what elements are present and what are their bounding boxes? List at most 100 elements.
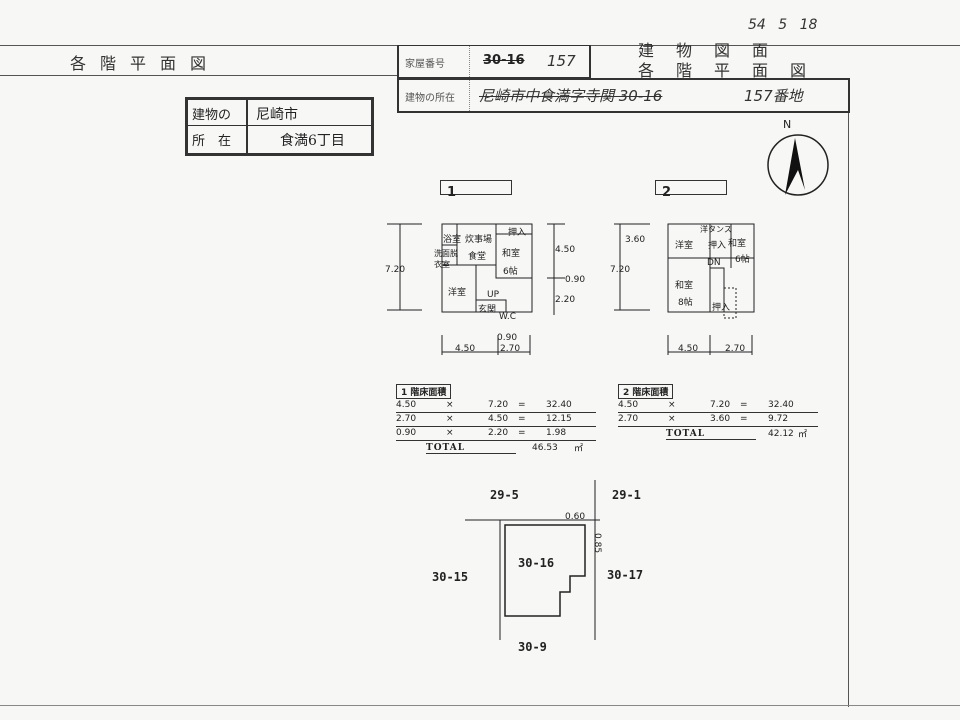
stair-down: DN: [707, 258, 721, 268]
area-cell: =: [518, 414, 526, 424]
dim2-width-left: 4.50: [678, 344, 699, 354]
area2-title: 2 階床面積: [618, 384, 674, 399]
lot-east: 30-17: [607, 568, 644, 582]
house-number-box: 家屋番号 30-16 157: [397, 45, 591, 78]
floor1-label: 1: [447, 185, 457, 200]
site-plan: [465, 480, 600, 640]
room-closet-2f: 押入: [708, 241, 727, 251]
area-cell: 7.20: [710, 400, 731, 410]
area-cell: 1.98: [546, 428, 567, 438]
area1-total: 46.53: [532, 443, 558, 453]
area-cell: 4.50: [618, 400, 639, 410]
left-rule: [0, 75, 397, 76]
left-title: 各階平面図: [70, 54, 221, 73]
room-size-8: 8帖: [678, 298, 693, 308]
date-note: 54 5 18: [748, 17, 818, 33]
dim-width-right: 2.70: [500, 344, 521, 354]
dim-height: 7.20: [385, 265, 406, 275]
area-cell: ×: [668, 400, 676, 410]
area-row: 0.90 × 2.20 = 1.98: [396, 427, 596, 441]
site-dim-top: 0.60: [565, 512, 586, 522]
right-title-1: 建物図面: [638, 41, 791, 60]
area-cell: =: [740, 414, 748, 424]
room-size-6: 6帖: [735, 255, 750, 265]
area-cell: ×: [668, 414, 676, 424]
area-cell: 32.40: [546, 400, 572, 410]
area-cell: 4.50: [488, 414, 509, 424]
room-wardrobe: 洋タンス: [700, 225, 732, 234]
area-cell: 2.70: [618, 414, 639, 424]
area2-total-label: TOTAL: [666, 429, 756, 440]
room-japanese-1f: 和室: [502, 249, 521, 259]
room-size-1f: 6帖: [503, 267, 518, 277]
floor1-label-box: 1: [440, 180, 512, 200]
room-japanese-6: 和室: [728, 239, 747, 249]
area-cell: 9.72: [768, 414, 789, 424]
area-cell: 12.15: [546, 414, 572, 424]
room-closet-1f: 押入: [508, 228, 527, 238]
room-western-1f: 洋室: [448, 288, 467, 298]
area1-title: 1 階床面積: [396, 384, 452, 399]
floor1-plan: [387, 223, 565, 355]
stamp-label-2: 所 在: [192, 134, 232, 149]
area-cell: 2.70: [396, 414, 417, 424]
lot-west: 30-15: [432, 570, 469, 584]
north-compass-icon: [767, 134, 829, 196]
bottom-rule: [0, 705, 960, 706]
right-title-2: 各階平面図: [638, 61, 829, 80]
dim2-upper: 3.60: [625, 235, 646, 245]
dim-width-left: 4.50: [455, 344, 476, 354]
room-japanese-8: 和室: [675, 281, 694, 291]
room-western-2f: 洋室: [675, 241, 694, 251]
lot-subject: 30-16: [518, 556, 555, 570]
address-stamp: 建物の 所 在 尼崎市 食満6丁目: [185, 97, 374, 156]
floor2-plan: [614, 223, 755, 355]
stamp-label-1: 建物の: [192, 108, 232, 123]
room-dining: 食堂: [468, 252, 487, 262]
room-bath: 浴室: [443, 235, 462, 245]
location-box: 建物の所在 尼崎市中食満字寺関 30-16 157番地: [397, 78, 850, 113]
area-cell: 2.20: [488, 428, 509, 438]
area-cell: ×: [446, 414, 454, 424]
stair-up: UP: [487, 290, 500, 300]
compass-label: N: [783, 118, 792, 131]
location-old: 尼崎市中食満字寺関 30-16: [479, 87, 663, 105]
area-cell: 0.90: [396, 428, 417, 438]
house-number-label: 家屋番号: [405, 59, 445, 70]
dim2-width-right: 2.70: [725, 344, 746, 354]
area-cell: =: [518, 400, 526, 410]
dim-lower: 2.20: [555, 295, 576, 305]
area-cell: ×: [446, 400, 454, 410]
house-number-old: 30-16: [483, 53, 525, 68]
room-entrance: 玄関: [478, 305, 497, 315]
right-border: [848, 112, 849, 707]
stamp-value-1: 尼崎市: [256, 107, 298, 123]
area-row: 2.70 × 3.60 = 9.72: [618, 413, 818, 427]
room-washroom: 洗面脱衣室: [434, 249, 458, 269]
room-kitchen: 炊事場: [465, 235, 493, 245]
area-cell: =: [740, 400, 748, 410]
area-row: 2.70 × 4.50 = 12.15: [396, 413, 596, 427]
area1-total-label: TOTAL: [426, 443, 516, 454]
area2-total: 42.12: [768, 429, 794, 439]
room-wc: W.C: [499, 312, 517, 322]
floor2-label-box: 2: [655, 180, 727, 200]
dim-upper: 4.50: [555, 245, 576, 255]
area-row: 4.50×7.20=32.40: [618, 399, 818, 413]
area1-unit: ㎡: [574, 444, 584, 454]
area2-unit: ㎡: [798, 430, 808, 440]
dim-mid: 0.90: [565, 275, 586, 285]
dim-wc: 0.90: [497, 333, 518, 343]
room-closet-2f-b: 押入: [712, 303, 731, 313]
floor2-label: 2: [662, 185, 672, 200]
area-cell: 7.20: [488, 400, 509, 410]
area-cell: 3.60: [710, 414, 731, 424]
house-number-new: 157: [547, 52, 576, 70]
lot-north-east: 29-1: [612, 488, 641, 502]
area-cell: 4.50: [396, 400, 417, 410]
area-cell: =: [518, 428, 526, 438]
area-table-1: 1 階床面積 4.50 × 7.20 = 32.40 2.70 × 4.50 = 12.15 0.9…: [396, 380, 596, 455]
area-cell: ×: [446, 428, 454, 438]
dim2-height: 7.20: [610, 265, 631, 275]
